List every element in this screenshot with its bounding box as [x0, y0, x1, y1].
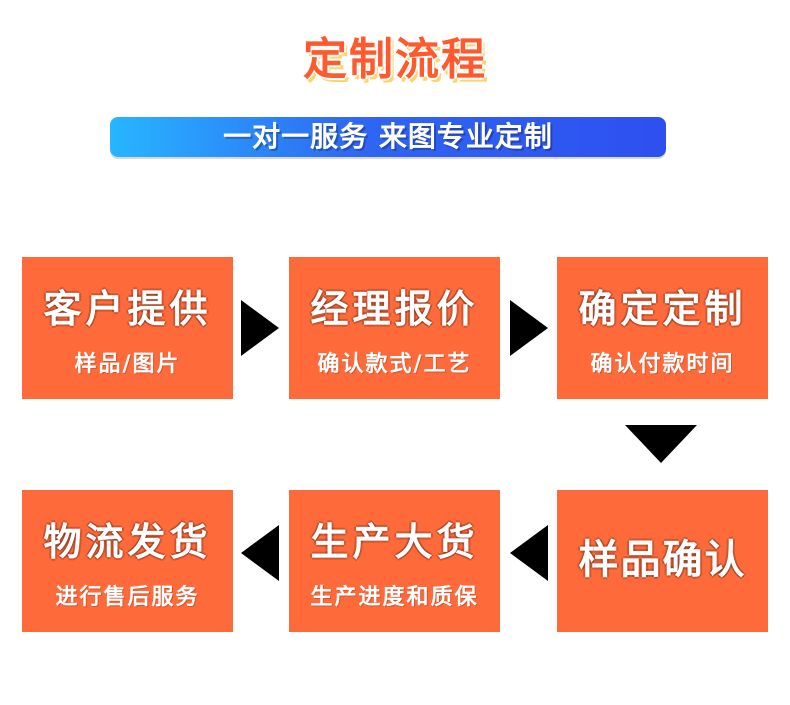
step-subtitle: 样品/图片 — [74, 352, 181, 377]
step-mass-production: 生产大货 生产进度和质保 — [289, 490, 500, 632]
page-title: 定制流程 — [303, 34, 487, 85]
step-title: 确定定制 — [578, 287, 747, 331]
step-subtitle: 确认付款时间 — [590, 352, 735, 377]
step-customer-provide: 客户提供 样品/图片 — [22, 257, 233, 399]
down-arrow-icon — [625, 425, 697, 463]
step-confirm-customization: 确定定制 确认付款时间 — [557, 257, 768, 399]
step-title: 生产大货 — [310, 520, 479, 564]
right-arrow-icon — [510, 300, 548, 356]
step-manager-quote: 经理报价 确认款式/工艺 — [289, 257, 500, 399]
left-arrow-icon — [510, 525, 548, 581]
step-title: 样品确认 — [578, 537, 747, 583]
step-logistics-shipping: 物流发货 进行售后服务 — [22, 490, 233, 632]
right-arrow-icon — [241, 300, 279, 356]
banner-text: 一对一服务 来图专业定制 — [223, 120, 553, 153]
step-subtitle: 进行售后服务 — [55, 585, 200, 610]
step-subtitle: 确认款式/工艺 — [317, 352, 472, 377]
step-title: 客户提供 — [43, 287, 212, 331]
left-arrow-icon — [241, 525, 279, 581]
step-subtitle: 生产进度和质保 — [310, 585, 479, 610]
step-title: 物流发货 — [43, 520, 212, 564]
step-title: 经理报价 — [310, 287, 479, 331]
service-banner: 一对一服务 来图专业定制 — [110, 117, 666, 157]
step-sample-confirmation: 样品确认 — [557, 490, 768, 632]
